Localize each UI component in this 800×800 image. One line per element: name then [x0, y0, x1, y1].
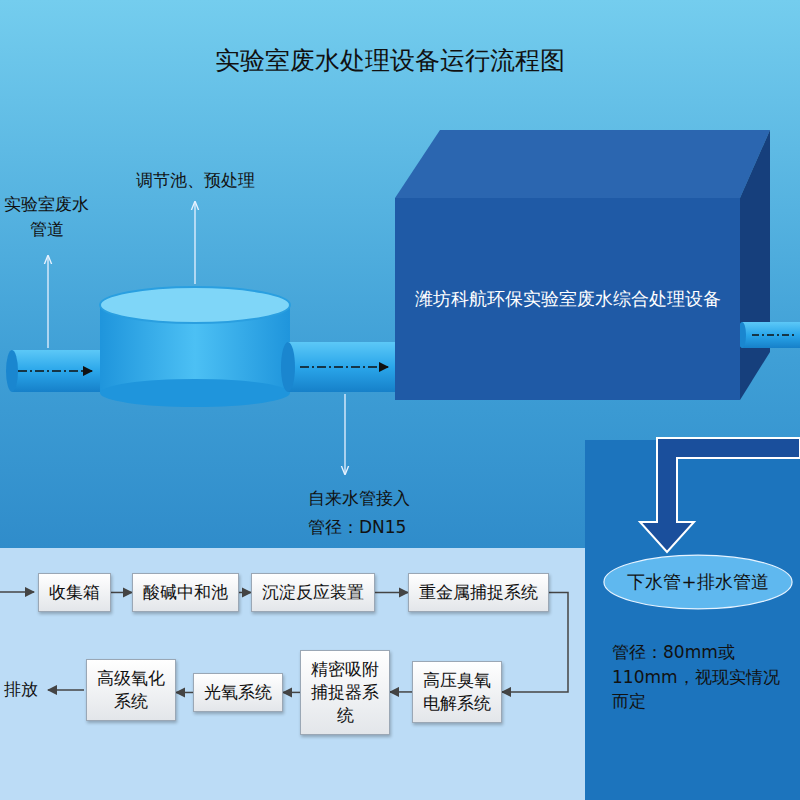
inflow-arrow — [0, 591, 34, 593]
diagram-title: 实验室废水处理设备运行流程图 — [0, 44, 780, 77]
process-box: 高压臭氧电解系统 — [412, 661, 502, 723]
callout-arrow — [194, 202, 195, 284]
middle-pipe — [281, 342, 398, 392]
outflow-arrow — [48, 689, 84, 691]
node-text: 光氧系统 — [204, 681, 272, 704]
treatment-unit-3d — [395, 130, 770, 400]
process-box: 酸碱中和池 — [132, 573, 239, 612]
process-box: 精密吸附捕捉器系统 — [300, 650, 390, 735]
regulating-tank — [100, 287, 290, 407]
flow-arrow — [176, 692, 193, 694]
callout-label: 自来水管接入 — [308, 486, 410, 511]
node-text: 沉淀反应装置 — [262, 581, 364, 604]
outlet-pipe — [738, 322, 800, 348]
outlet-label: 排放 — [4, 677, 38, 702]
node-text: 下水管+排水管道 — [627, 570, 768, 594]
dark-ground — [585, 440, 800, 800]
node-text: 精密吸附捕捉器系统 — [311, 658, 379, 727]
treatment-unit: 潍坊科航环保实验室废水综合处理设备 — [395, 198, 740, 400]
flow-arrow — [375, 592, 408, 594]
flow-arrow — [111, 592, 132, 594]
drain-ellipse: 下水管+排水管道 — [602, 554, 794, 610]
node-text: 高级氧化系统 — [97, 667, 165, 713]
callout-label: 实验室废水 管道 — [4, 192, 89, 241]
inlet-pipe — [6, 350, 108, 392]
process-box: 高级氧化系统 — [86, 659, 176, 721]
flow-arrow — [390, 691, 412, 693]
flow-arrow — [283, 692, 300, 694]
process-box: 光氧系统 — [193, 673, 283, 712]
node-text: 收集箱 — [49, 581, 100, 604]
discharge-arrow — [640, 438, 800, 552]
node-text: 酸碱中和池 — [143, 581, 228, 604]
node-text: 重金属捕捉系统 — [419, 581, 538, 604]
callout-arrow — [344, 394, 345, 474]
node-text: 潍坊科航环保实验室废水综合处理设备 — [415, 287, 721, 311]
dimension-label: 管径：DN15 — [308, 515, 406, 540]
dimension-note: 管径：80mm或 110mm，视现实情况 而定 — [612, 640, 784, 714]
process-box: 收集箱 — [38, 573, 111, 612]
callout-arrow — [47, 256, 48, 348]
callout-label: 调节池、预处理 — [136, 168, 255, 193]
node-text: 高压臭氧电解系统 — [423, 669, 491, 715]
process-box: 重金属捕捉系统 — [408, 573, 549, 612]
process-box: 沉淀反应装置 — [251, 573, 375, 612]
flow-panel — [0, 548, 585, 800]
flow-arrow — [239, 592, 251, 594]
